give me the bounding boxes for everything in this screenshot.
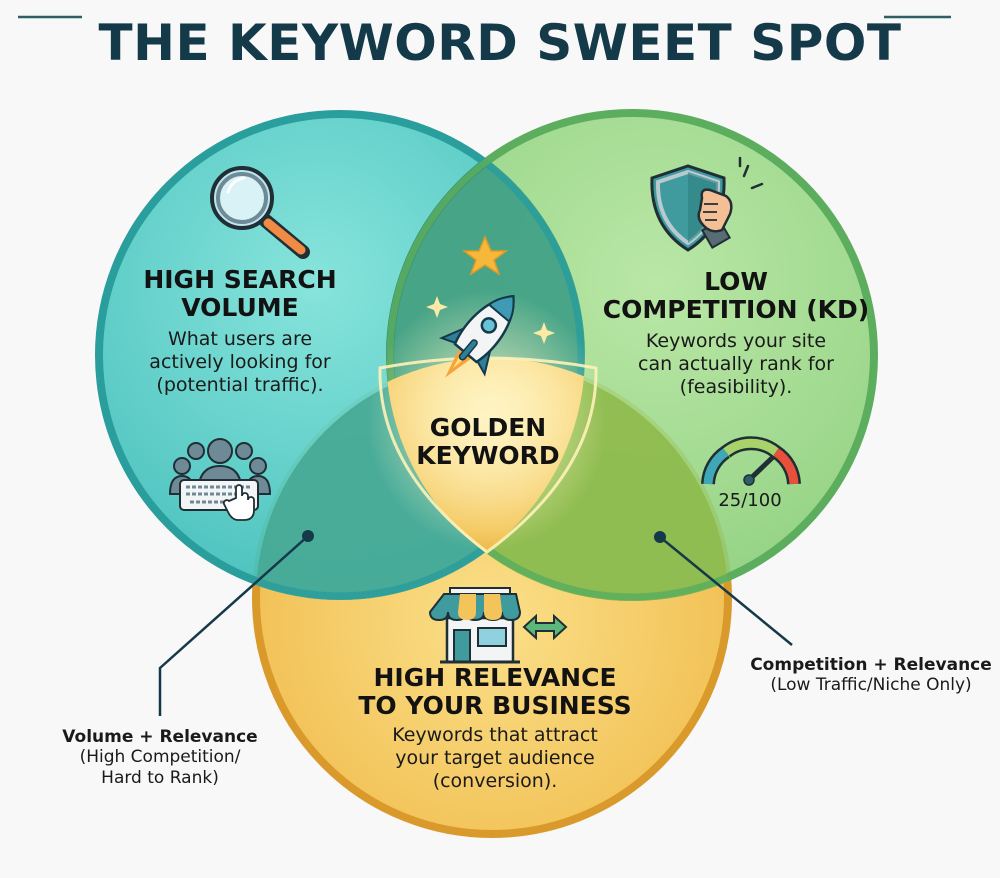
competition-description: Keywords your site can actually rank for… [638,330,834,399]
star-icon [461,235,509,276]
golden-keyword-shield [378,356,598,554]
golden-keyword-label: GOLDEN KEYWORD [416,413,560,470]
relevance-description: Keywords that attract your target audien… [392,724,598,793]
frame-left [16,15,82,580]
storefront-icon [428,587,522,664]
callout-title: Volume + Relevance [62,727,258,747]
shield-fist-icon [650,156,764,252]
volume-description: What users are actively looking for (pot… [149,328,331,397]
gauge-icon [701,436,801,486]
sparkle-icon [426,296,448,318]
callout-competition-relevance-line [654,531,793,646]
relevance-heading: HIGH RELEVANCE TO YOUR BUSINESS [358,663,632,720]
callout-volume-relevance-line [158,530,314,716]
users-keyboard-icon [168,438,272,521]
gauge-value: 25/100 [718,490,782,511]
callout-title: Competition + Relevance [750,655,992,675]
callout-competition-relevance: Competition + Relevance (Low Traffic/Nic… [736,655,1000,696]
magnifying-glass-icon [210,166,310,259]
competition-heading: LOW COMPETITION (KD) [602,267,870,324]
frame-right [884,15,953,494]
page-title: THE KEYWORD SWEET SPOT [98,14,902,72]
callout-volume-relevance: Volume + Relevance (High Competition/ Ha… [40,727,280,790]
rocket-icon [438,294,515,378]
callout-subtitle: (High Competition/ Hard to Rank) [79,747,241,789]
double-arrow-icon [522,613,568,641]
sparkle-icon [533,322,555,344]
volume-heading: HIGH SEARCH VOLUME [143,265,337,322]
competition-text-block: LOW COMPETITION (KD) Keywords your site … [596,268,876,400]
relevance-text-block: HIGH RELEVANCE TO YOUR BUSINESS Keywords… [330,664,660,794]
volume-text-block: HIGH SEARCH VOLUME What users are active… [120,266,360,398]
callout-subtitle: (Low Traffic/Niche Only) [770,675,972,695]
